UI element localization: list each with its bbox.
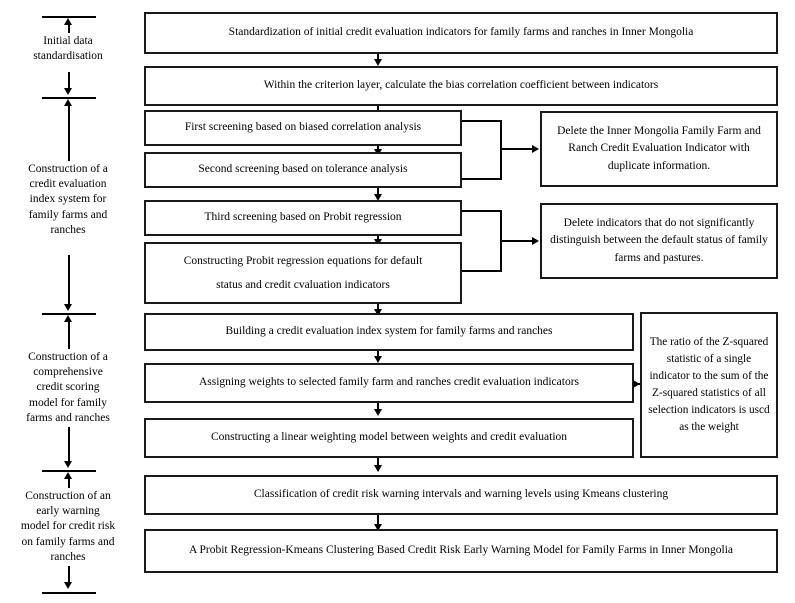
stage-3-arrow-up-head <box>64 315 72 322</box>
branch-1-bottom-stub <box>462 178 502 180</box>
stage-label-4: Construction of an early warning model f… <box>0 488 136 566</box>
branch-1-arrow-head <box>532 145 539 153</box>
connector-6-7-head <box>373 309 382 316</box>
flow-step-11-label: A Probit Regression-Kmeans Clustering Ba… <box>188 544 734 557</box>
branch-2-bottom-stub <box>462 270 502 272</box>
connector-2-3 <box>377 106 379 113</box>
stage-2-arrow-up-head <box>64 99 72 106</box>
flow-step-2[interactable]: Within the criterion layer, calculate th… <box>144 66 778 106</box>
flow-step-5[interactable]: Third screening based on Probit regressi… <box>144 200 462 236</box>
stage-4-upper-stem <box>67 478 70 490</box>
branch-2-arrow-head <box>532 237 539 245</box>
stage-3-upper-stem <box>67 321 70 349</box>
stage-1-upper-stem <box>67 24 70 36</box>
stage-3-lower-stem <box>67 414 70 461</box>
stage-label-1: Initial data standardisation <box>8 33 128 66</box>
flow-step-6-label-line1: Constructing Probit regression equations… <box>183 254 423 267</box>
side-note-3-label: The ratio of the Z-squared statistic of … <box>648 336 770 433</box>
stage-2-arrow-down-head <box>64 304 72 311</box>
connector-10-11 <box>377 515 379 532</box>
connector-1-2-head <box>373 59 382 66</box>
flow-step-3[interactable]: First screening based on biased correlat… <box>144 110 462 146</box>
stage-4-lower-stem <box>67 565 70 582</box>
branch-2-arrow-shaft <box>500 240 534 242</box>
connector-8-9 <box>377 403 379 414</box>
connector-10-11-head <box>373 524 382 531</box>
branch-1-spine <box>500 120 502 180</box>
flow-step-8[interactable]: Assigning weights to selected family far… <box>144 363 634 403</box>
stage-4-arrow-down-head <box>64 582 72 589</box>
stage-axis-tick-top <box>42 16 96 18</box>
flow-step-11[interactable]: A Probit Regression-Kmeans Clustering Ba… <box>144 529 778 573</box>
stage-axis-tick-3 <box>42 470 96 472</box>
flow-step-6-label-line2: status and credit cvaluation indicators <box>216 279 390 291</box>
connector-7-8-head <box>373 356 382 363</box>
flow-step-8-label: Assigning weights to selected family far… <box>198 376 580 389</box>
flow-step-5-label: Third screening based on Probit regressi… <box>204 211 402 224</box>
connector-1-2 <box>377 54 379 62</box>
stage-2-lower-stem <box>67 255 70 304</box>
flow-step-7[interactable]: Building a credit evaluation index syste… <box>144 313 634 351</box>
flow-step-10-label: Classification of credit risk warning in… <box>253 488 669 501</box>
flow-step-10[interactable]: Classification of credit risk warning in… <box>144 475 778 515</box>
stage-1-lower-stem <box>67 72 70 88</box>
connector-9-10 <box>377 458 379 471</box>
flow-step-4[interactable]: Second screening based on tolerance anal… <box>144 152 462 188</box>
stage-axis-tick-bottom <box>42 592 96 594</box>
side-note-1-label: Delete the Inner Mongolia Family Farm an… <box>557 125 761 172</box>
side-note-2-label: Delete indicators that do not significan… <box>550 217 768 264</box>
connector-8-9-head <box>373 409 382 416</box>
flow-step-2-label: Within the criterion layer, calculate th… <box>263 79 659 92</box>
stage-3-arrow-down-head <box>64 461 72 468</box>
flow-step-1-label: Standardization of initial credit evalua… <box>228 26 694 39</box>
flow-step-4-label: Second screening based on tolerance anal… <box>198 163 408 176</box>
stage-axis-tick-1 <box>42 97 96 99</box>
stage-1-arrow-down-head <box>64 88 72 95</box>
flow-step-6[interactable]: Constructing Probit regression equations… <box>144 242 462 304</box>
side-note-1[interactable]: Delete the Inner Mongolia Family Farm an… <box>540 111 778 187</box>
flow-step-9[interactable]: Constructing a linear weighting model be… <box>144 418 634 458</box>
stage-4-arrow-up-head <box>64 472 72 479</box>
flow-step-3-label: First screening based on biased correlat… <box>184 121 422 134</box>
branch-3-arrow-head <box>633 380 640 388</box>
flow-step-9-label: Constructing a linear weighting model be… <box>210 431 568 444</box>
stage-2-upper-stem <box>67 105 70 161</box>
connector-9-10-head <box>373 465 382 472</box>
flow-step-1[interactable]: Standardization of initial credit evalua… <box>144 12 778 54</box>
connector-4-5-head <box>373 194 382 201</box>
stage-label-2: Construction of a credit evaluation inde… <box>4 161 132 239</box>
branch-2-top-stub <box>462 210 502 212</box>
side-note-3[interactable]: The ratio of the Z-squared statistic of … <box>640 312 778 458</box>
stage-axis-tick-2 <box>42 313 96 315</box>
connector-4-5 <box>377 188 379 198</box>
stage-label-3: Construction of a comprehensive credit s… <box>4 349 132 427</box>
branch-1-top-stub <box>462 120 502 122</box>
branch-1-arrow-shaft <box>500 148 534 150</box>
flow-step-7-label: Building a credit evaluation index syste… <box>225 325 553 338</box>
stage-1-arrow-up-head <box>64 18 72 25</box>
side-note-2[interactable]: Delete indicators that do not significan… <box>540 203 778 279</box>
